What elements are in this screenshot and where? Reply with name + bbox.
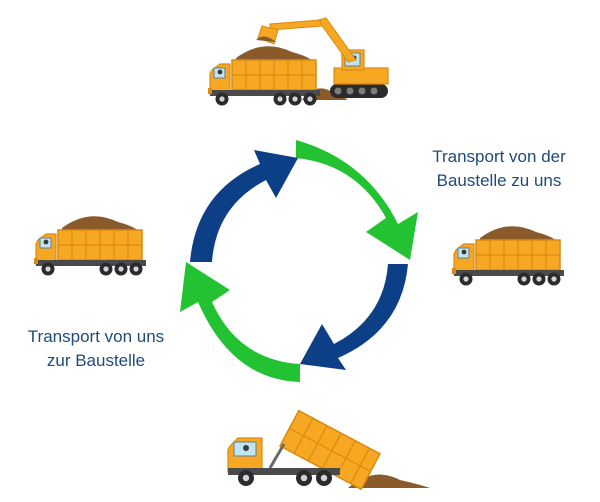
excavator-loading-truck-icon <box>207 17 389 107</box>
arrow-blue-top-left <box>190 150 298 262</box>
arrow-blue-bottom-right <box>300 264 408 370</box>
label-transport-to-site: Transport von uns zur Baustelle <box>6 325 186 373</box>
label-left-line-2: zur Baustelle <box>46 351 146 370</box>
arrow-green-top-right <box>296 140 418 260</box>
cycle-arrows-icon <box>180 140 418 382</box>
label-transport-from-site: Transport von der Baustelle zu uns <box>404 145 594 193</box>
loaded-truck-left-icon <box>33 215 147 277</box>
arrow-green-bottom-left <box>180 262 300 382</box>
label-right-line-1: Transport von der <box>432 147 566 166</box>
loaded-truck-right-icon <box>451 225 565 287</box>
dump-truck-unloading-icon <box>227 409 430 491</box>
label-left-line-1: Transport von uns <box>27 327 165 346</box>
label-right-line-2: Baustelle zu uns <box>436 171 562 190</box>
